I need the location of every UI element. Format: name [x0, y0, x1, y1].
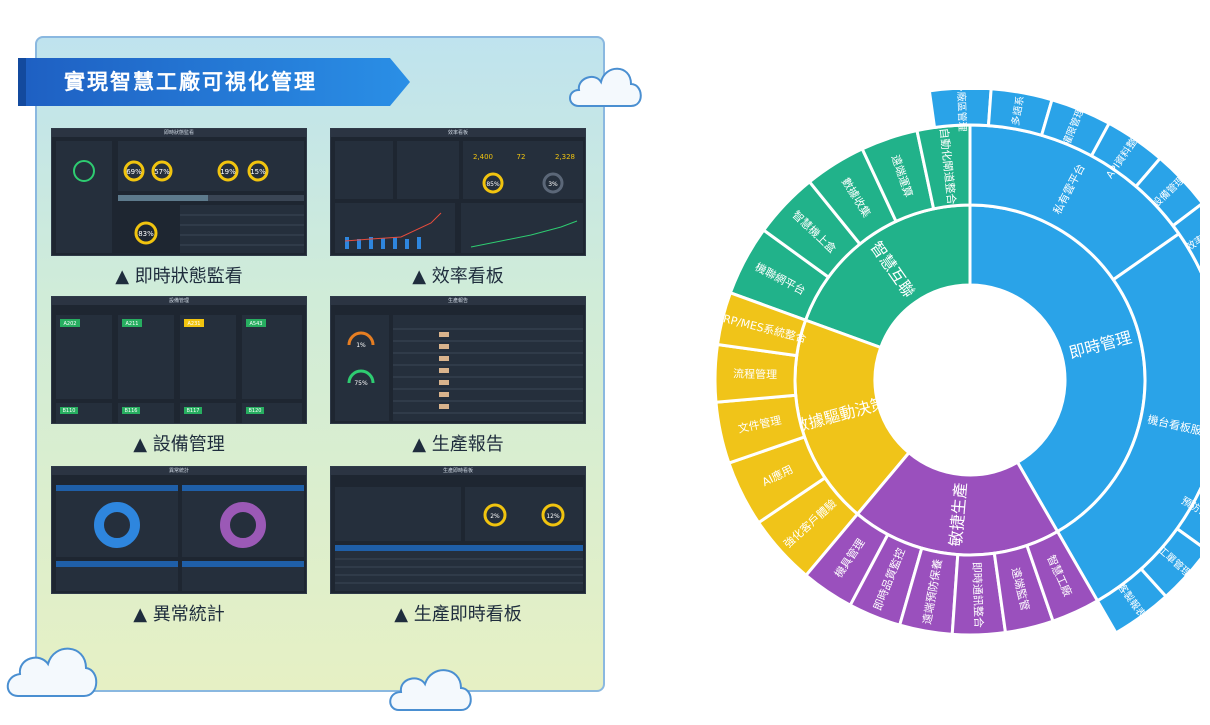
sunburst-segment: 遠端預防保養 — [898, 546, 960, 636]
svg-text:B117: B117 — [187, 408, 200, 414]
sunburst-segment-shape — [1025, 530, 1099, 623]
svg-text:12%: 12% — [546, 513, 560, 520]
sunburst-segment-shape — [915, 123, 972, 211]
sunburst-segment: 強化客戶體驗 — [757, 476, 860, 577]
thumb-efficiency-content: 2,400 72 2,328 85% 3% — [335, 141, 583, 253]
sunburst-segment: 文件管理 — [714, 393, 807, 465]
svg-text:A202: A202 — [64, 321, 77, 327]
thumb-report: 生產報告 1% 75% — [330, 296, 586, 424]
sunburst-label: 多廠區管理 — [954, 90, 969, 132]
sunburst-segment: AI應用 — [727, 435, 827, 525]
svg-text:2,328: 2,328 — [555, 153, 575, 161]
caption-monitor: ▲ 即時狀態監看 — [115, 266, 243, 287]
svg-text:85%: 85% — [486, 181, 500, 188]
sunburst-segment: 設備管理 — [1134, 156, 1200, 228]
caption-live: ▲ 生產即時看板 — [394, 604, 522, 625]
thumb-anomaly-content — [56, 485, 304, 591]
thumb-efficiency: 效率看板 2,400 72 2,328 85% 3% — [330, 128, 586, 256]
sunburst-segment: 客製報表 — [1096, 567, 1168, 635]
sunburst-segment: ERP/MES系統整合 — [715, 291, 808, 358]
sunburst-segment: 智慧機上盒 — [762, 180, 862, 279]
svg-text:3%: 3% — [548, 181, 558, 188]
svg-text:2,400: 2,400 — [473, 153, 493, 161]
thumb-anomaly: 異常統計 — [51, 466, 307, 594]
sunburst-segment-shape — [804, 512, 890, 607]
sunburst-segment-shape — [1171, 203, 1200, 274]
sunburst-segment: 遠端監管 — [992, 543, 1055, 635]
thumb-equipment: 設備管理 A202 A211 A231 A543 B110 B116 B117 … — [51, 296, 307, 424]
page-title: 實現智慧工廠可視化管理 — [64, 70, 317, 94]
thumb-live-content: 2% 12% — [335, 487, 583, 591]
svg-text:B116: B116 — [125, 408, 138, 414]
sunburst-segment: 權限管理 — [1040, 98, 1111, 158]
sunburst-label: 流程管理 — [733, 366, 777, 381]
caption-anomaly: ▲ 異常統計 — [133, 604, 225, 625]
sunburst-segment-shape — [992, 543, 1055, 635]
svg-text:2%: 2% — [490, 513, 500, 520]
sunburst-segment: 效率管理 — [1171, 203, 1200, 274]
svg-text:A231: A231 — [188, 321, 201, 327]
svg-text:57%: 57% — [154, 168, 170, 176]
sunburst-segment-shape — [848, 533, 924, 627]
sunburst-segment: 數據收集 — [808, 147, 898, 246]
svg-text:A543: A543 — [250, 321, 263, 327]
sunburst-segment: 多廠區管理 — [927, 90, 993, 132]
caption-report: ▲ 生產報告 — [412, 434, 504, 455]
caption-equipment: ▲ 設備管理 — [133, 434, 225, 455]
title-banner — [18, 58, 410, 106]
thumb-equipment-content: A202 A211 A231 A543 B110 B116 B117 B120 — [56, 315, 302, 423]
thumb-report-content: 1% 75% — [335, 315, 583, 421]
sunburst-segment: 即時品質監控 — [848, 533, 924, 627]
sunburst-label: 即時通訊整合 — [970, 562, 986, 628]
sunburst-segment-shape — [898, 546, 960, 636]
sunburst-segment: 即時通訊整合 — [950, 551, 1007, 637]
sunburst-segment: 數據驅動決策 — [791, 318, 911, 516]
svg-text:83%: 83% — [138, 230, 154, 238]
sunburst-segment: 智慧工廠 — [1025, 530, 1099, 623]
sunburst-segment-shape — [1096, 567, 1168, 635]
sunburst-segment: 敏捷生產 — [856, 451, 1059, 557]
sunburst-segment: 流程管理 — [713, 343, 799, 404]
sunburst-segment-shape — [950, 551, 1007, 637]
sunburst-segment: 機具管理 — [804, 512, 890, 607]
svg-text:15%: 15% — [250, 168, 266, 176]
svg-text:A211: A211 — [126, 321, 139, 327]
thumb-monitor-content: 69% 57% 19% 15% 83% — [56, 141, 304, 253]
sunburst-segment: 自動化閘道整合 — [915, 123, 972, 211]
cloud-icon — [389, 669, 472, 711]
svg-text:1%: 1% — [356, 342, 366, 349]
cloud-icon — [6, 647, 98, 697]
svg-text:B110: B110 — [63, 408, 76, 414]
cloud-icon — [569, 67, 642, 107]
svg-text:19%: 19% — [220, 168, 236, 176]
svg-text:69%: 69% — [126, 168, 142, 176]
sunburst-segment: 多語系 — [986, 90, 1054, 137]
sunburst-segment-shape — [715, 291, 808, 358]
svg-text:72: 72 — [517, 153, 526, 161]
caption-efficiency: ▲ 效率看板 — [412, 266, 504, 287]
svg-text:B120: B120 — [249, 408, 262, 414]
thumb-monitor: 即時狀態監看 69% 57% 19% 15% 83% — [51, 128, 307, 256]
thumb-live: 生產即時看板 2% 12% — [330, 466, 586, 594]
svg-text:75%: 75% — [354, 380, 368, 387]
